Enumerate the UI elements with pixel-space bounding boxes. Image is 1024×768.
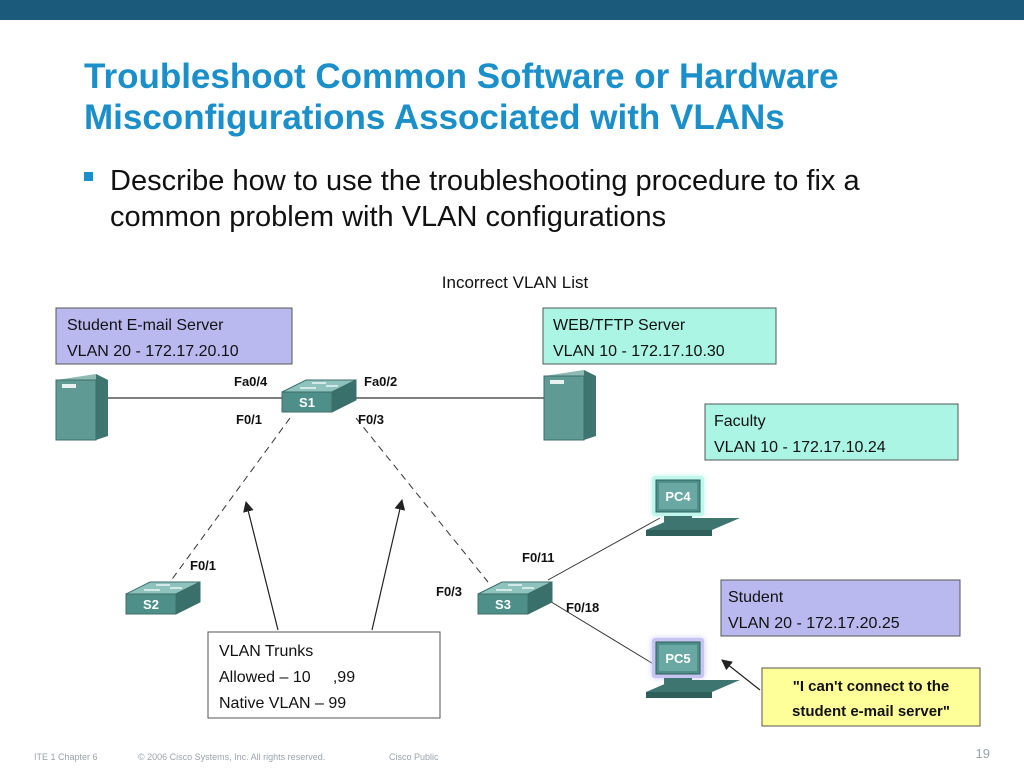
switch-s3-label: S3 [495, 597, 511, 612]
switch-s1-icon: S1 [281, 379, 357, 413]
switch-s3-icon: S3 [477, 581, 553, 615]
slide-title: Troubleshoot Common Software or Hardware… [84, 56, 984, 138]
student-vlan: VLAN 20 - 172.17.20.25 [728, 615, 900, 632]
port-label-s2-f01: F0/1 [190, 558, 216, 573]
pc4-label: PC4 [665, 489, 691, 504]
port-label-s1-f01: F0/1 [236, 412, 262, 427]
arrow-quote-to-pc5 [721, 659, 761, 691]
faculty-vlan: VLAN 10 - 172.17.10.24 [714, 439, 886, 456]
vlan-trunks-native: Native VLAN – 99 [219, 695, 346, 712]
web-server-label-box: WEB/TFTP Server VLAN 10 - 172.17.10.30 [542, 307, 777, 365]
student-label-box: Student VLAN 20 - 172.17.20.25 [720, 579, 961, 637]
vlan-trunks-title: VLAN Trunks [219, 643, 313, 660]
title-line-1: Troubleshoot Common Software or Hardware [84, 57, 839, 96]
page-number: 19 [975, 746, 990, 761]
switch-s2-label: S2 [143, 597, 159, 612]
port-label-s3-f018: F0/18 [566, 600, 599, 615]
student-name: Student [728, 589, 784, 606]
trunk-link-s1-s2 [169, 417, 291, 583]
complaint-line-1: "I can't connect to the [793, 678, 950, 695]
footer-course: ITE 1 Chapter 6 [34, 752, 98, 762]
footer-copyright: © 2006 Cisco Systems, Inc. All rights re… [138, 752, 326, 762]
email-server-vlan: VLAN 20 - 172.17.20.10 [67, 343, 239, 360]
port-label-s3-f03: F0/3 [436, 584, 462, 599]
switch-s2-icon: S2 [125, 581, 201, 615]
email-server-icon [55, 374, 108, 441]
vlan-trunks-box: VLAN Trunks Allowed – 10 ,99 Native VLAN… [207, 631, 441, 719]
pc5-label: PC5 [665, 651, 690, 666]
switch-s1-label: S1 [299, 395, 315, 410]
email-server-name: Student E-mail Server [67, 317, 224, 334]
web-server-icon [543, 370, 596, 441]
vlan-trunks-allowed: Allowed – 10 ,99 [219, 669, 355, 686]
port-label-s1-fa04: Fa0/4 [234, 374, 268, 389]
link-s3-pc5 [547, 599, 661, 669]
port-label-s1-fa02: Fa0/2 [364, 374, 397, 389]
web-server-name: WEB/TFTP Server [553, 317, 686, 334]
arrow-to-s1-s2-trunk [243, 500, 279, 631]
diagram-heading: Incorrect VLAN List [442, 273, 589, 292]
link-s3-pc4 [547, 517, 661, 581]
email-server-label-box: Student E-mail Server VLAN 20 - 172.17.2… [55, 307, 293, 365]
top-banner [0, 0, 1024, 20]
faculty-name: Faculty [714, 413, 766, 430]
port-label-s3-f011: F0/11 [522, 550, 555, 565]
web-server-vlan: VLAN 10 - 172.17.10.30 [553, 343, 725, 360]
trunk-link-s1-s3 [355, 417, 489, 583]
arrow-to-s1-s3-trunk [371, 498, 406, 631]
title-line-2: Misconfigurations Associated with VLANs [84, 98, 785, 137]
square-bullet-icon [84, 172, 93, 181]
footer-classification: Cisco Public [389, 752, 439, 762]
user-complaint-box: "I can't connect to the student e-mail s… [761, 667, 981, 727]
complaint-line-2: student e-mail server" [792, 703, 950, 720]
port-label-s1-f03: F0/3 [358, 412, 384, 427]
pc5-icon: PC5 [646, 638, 740, 698]
faculty-label-box: Faculty VLAN 10 - 172.17.10.24 [704, 403, 959, 461]
bullet-text: Describe how to use the troubleshooting … [110, 165, 860, 233]
pc4-icon: PC4 [646, 476, 740, 536]
